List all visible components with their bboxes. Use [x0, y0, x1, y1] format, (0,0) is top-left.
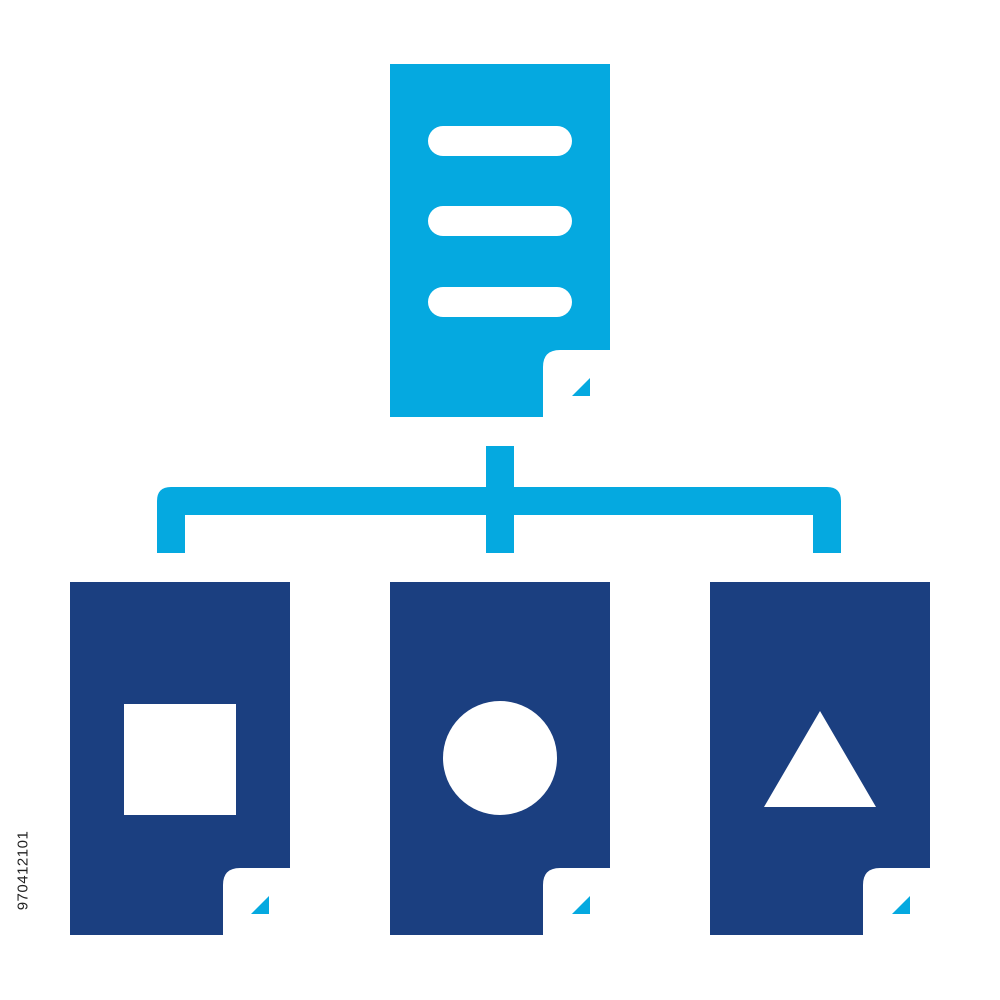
parent-document-line-2: [428, 206, 572, 236]
parent-document-line-3: [428, 287, 572, 317]
child-document-square-icon: [70, 582, 290, 935]
parent-document-line-1: [428, 126, 572, 156]
child-document-circle-icon: [390, 582, 610, 935]
child-document-fold: [251, 896, 269, 914]
parent-document-fold: [572, 378, 590, 396]
connector-lines: [157, 446, 841, 553]
square-symbol: [124, 704, 236, 815]
child-document-fold: [892, 896, 910, 914]
circle-symbol: [443, 701, 557, 815]
hierarchy-connector: [157, 446, 841, 553]
triangle-symbol: [764, 711, 876, 807]
child-document-fold: [572, 896, 590, 914]
stock-id-label: 970412101: [0, 770, 46, 970]
stock-id-text: 970412101: [14, 830, 32, 910]
parent-document-body: [390, 64, 610, 417]
parent-document-icon: [390, 64, 610, 417]
child-document-triangle-icon: [710, 582, 930, 935]
